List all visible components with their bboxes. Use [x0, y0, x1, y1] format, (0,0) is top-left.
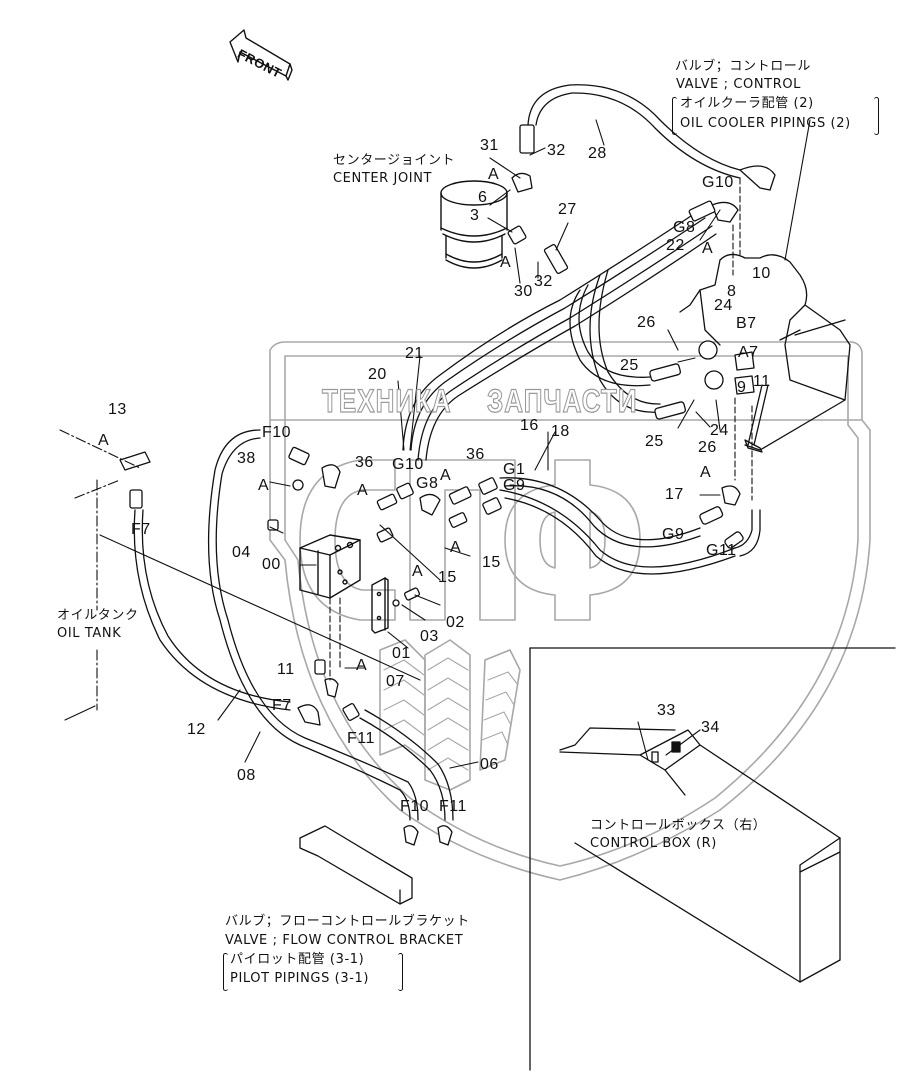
bracket-right: [874, 97, 879, 135]
part-label: 25: [645, 433, 664, 450]
part-label: G1: [503, 461, 526, 478]
part-label: G10: [392, 456, 424, 473]
part-label: F7: [272, 697, 292, 714]
caption-flow-control-jp: バルブ；フローコントロールブラケット: [225, 914, 470, 929]
part-label: 06: [480, 756, 499, 773]
flow-control-bracket-plate: [299, 825, 413, 905]
part-label: A7: [738, 344, 759, 361]
caption-pilot-jp: パイロット配管 (3-1): [230, 952, 365, 967]
part-label: G11: [706, 542, 737, 559]
caption-oil-cooler-jp: オイルクーラ配管 (2): [680, 96, 814, 111]
part-label: 26: [637, 314, 656, 331]
part-label: 08: [237, 767, 256, 784]
part-label: 11: [753, 373, 771, 390]
part-label: 17: [665, 486, 684, 503]
part-label: A: [450, 539, 462, 556]
part-label: A: [488, 166, 500, 183]
part-label: G8: [673, 219, 696, 236]
part-label: F11: [347, 730, 375, 747]
part-label: A: [357, 482, 369, 499]
hoses: [133, 84, 761, 821]
caption-control-valve-jp: バルブ；コントロール: [675, 59, 812, 74]
caption-pilot-en: PILOT PIPINGS (3-1): [230, 971, 370, 986]
part-label: A: [500, 254, 512, 271]
part-label: 25: [620, 357, 639, 374]
part-label: 21: [405, 345, 424, 362]
part-label: F7: [131, 521, 151, 538]
part-label: 18: [551, 423, 570, 440]
part-label: G8: [416, 475, 439, 492]
part-label: 27: [558, 201, 577, 218]
part-label: A: [702, 240, 714, 257]
part-label: 32: [547, 142, 566, 159]
part-label: 20: [368, 366, 387, 383]
bracket-right: [398, 953, 403, 991]
part-label: A: [440, 467, 452, 484]
caption-oil-tank-en: OIL TANK: [57, 626, 122, 641]
part-label: G9: [503, 477, 526, 494]
part-label: A: [700, 464, 712, 481]
part-label: 26: [698, 439, 717, 456]
part-label: 8: [727, 283, 737, 300]
fittings: [119, 124, 776, 846]
control-valve-body: [679, 253, 851, 453]
part-label: 36: [355, 454, 374, 471]
part-label: B7: [736, 315, 757, 332]
caption-oil-cooler-en: OIL COOLER PIPINGS (2): [680, 116, 851, 131]
part-label: 13: [108, 401, 127, 418]
part-label: 04: [232, 544, 251, 561]
caption-control-box-en: CONTROL BOX (R): [590, 836, 717, 851]
part-label: 12: [187, 721, 206, 738]
front-arrow-icon: [229, 29, 293, 81]
part-label: 24: [710, 422, 729, 439]
caption-control-box-jp: コントロールボックス（右）: [590, 818, 767, 833]
part-label: G10: [702, 174, 734, 191]
watermark-shield: [269, 341, 871, 881]
part-label: 33: [657, 702, 676, 719]
watermark-text-right: ЗАПЧАСТИ: [487, 381, 638, 420]
part-label: 22: [666, 237, 685, 254]
part-label: 32: [534, 273, 553, 290]
part-label: 3: [470, 207, 480, 224]
part-label: 28: [588, 145, 607, 162]
center-joint: [440, 180, 508, 269]
part-label: 24: [714, 297, 733, 314]
part-label: 10: [752, 265, 771, 282]
watermark-text-left: ТЕХНИКА: [322, 381, 452, 420]
part-label: 31: [480, 137, 499, 154]
part-label: 01: [392, 645, 411, 662]
part-label: 00: [262, 556, 281, 573]
part-label: 34: [701, 719, 720, 736]
part-label: 36: [466, 446, 485, 463]
part-label: 15: [482, 554, 501, 571]
part-label: F11: [439, 798, 467, 815]
bracket-left: [223, 953, 228, 991]
control-box-r: [529, 647, 896, 1071]
part-label: A: [258, 477, 270, 494]
part-label: 15: [438, 569, 457, 586]
part-label: 02: [446, 614, 465, 631]
caption-control-valve-en: VALVE ; CONTROL: [676, 77, 802, 92]
part-label: G9: [662, 526, 685, 543]
caption-center-joint-en: CENTER JOINT: [333, 171, 433, 186]
part-label: 03: [420, 628, 439, 645]
part-label: 16: [520, 417, 539, 434]
part-label: A: [412, 563, 424, 580]
bracket-left: [672, 97, 677, 135]
part-label: 11: [277, 661, 295, 678]
part-label: A: [356, 657, 368, 674]
part-label: 30: [514, 283, 533, 300]
part-label: 38: [237, 450, 256, 467]
caption-center-joint-jp: センタージョイント: [333, 153, 456, 168]
caption-oil-tank-jp: オイルタンク: [57, 608, 139, 623]
part-label: F10: [400, 798, 430, 815]
leader-lines: [59, 119, 811, 769]
part-label: F10: [262, 424, 292, 441]
part-label: A: [98, 432, 110, 449]
part-label: 9: [737, 379, 747, 396]
part-label: 6: [478, 189, 488, 206]
flow-control-valve-block: [299, 534, 389, 634]
caption-flow-control-en: VALVE ; FLOW CONTROL BRACKET: [225, 933, 464, 948]
part-label: 07: [386, 673, 405, 690]
